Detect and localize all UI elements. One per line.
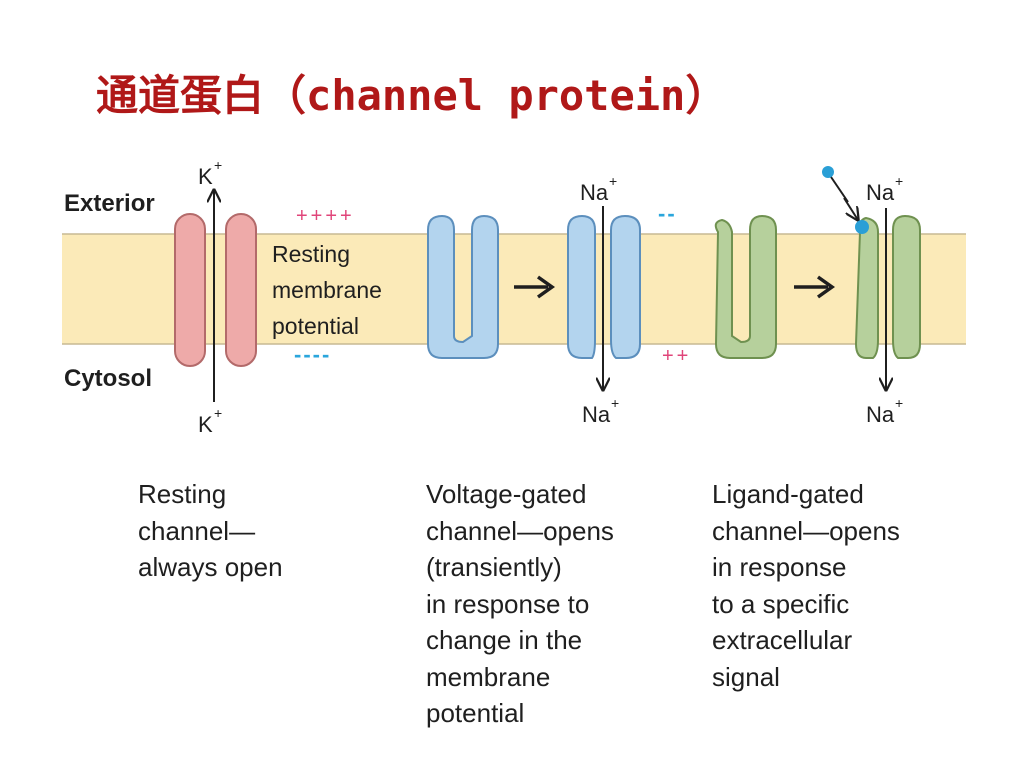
exterior-positive-charge: ++++ [296, 205, 355, 227]
na-ion-symbol: Na [580, 180, 609, 205]
title-chinese: 通道蛋白 [96, 71, 265, 120]
na-ion-symbol: Na [866, 180, 895, 205]
ligand-binding-arrow [843, 197, 858, 220]
exterior-label: Exterior [64, 190, 155, 217]
k-ion-charge: + [214, 157, 222, 173]
page-title: 通道蛋白（channel protein） [96, 62, 727, 123]
na-ion-symbol: Na [866, 402, 895, 427]
title-open-paren: （ [264, 71, 307, 120]
k-ion-label-top: K + [198, 157, 222, 189]
na-ion-label-voltage-top: Na + [580, 173, 617, 205]
cytosol-positive-charge: ++ [662, 345, 691, 367]
voltage-gated-channel-closed [427, 214, 499, 359]
transition-arrow-voltage [514, 275, 556, 299]
na-ion-charge: + [609, 173, 617, 189]
resting-channel-left-subunit [174, 213, 206, 367]
ligand-tether [828, 173, 849, 203]
ligand-gated-channel-open [854, 214, 921, 359]
na-ion-charge: + [611, 395, 619, 411]
k-ion-symbol: K [198, 164, 213, 189]
cytosol-label: Cytosol [64, 365, 152, 392]
k-ion-charge: + [214, 405, 222, 421]
resting-channel [174, 213, 257, 367]
membrane-band [62, 234, 966, 344]
k-ion-symbol: K [198, 412, 213, 437]
na-ion-charge: + [895, 173, 903, 189]
resting-potential-line-2: membrane [272, 277, 382, 303]
transition-arrow-ligand [794, 275, 836, 299]
ligand-channel-right-subunit [892, 214, 921, 359]
k-ion-label-bottom: K + [198, 405, 222, 437]
voltage-channel-left-subunit [567, 214, 596, 359]
ligand-gated-channel-closed [714, 214, 777, 359]
title-english: channel protein [306, 71, 686, 120]
na-ion-label-voltage-bottom: Na + [582, 395, 619, 427]
na-ion-symbol: Na [582, 402, 611, 427]
voltage-gated-caption: Voltage-gated channel—opens (transiently… [426, 479, 614, 728]
ligand-channel-left-subunit [854, 216, 879, 359]
resting-channel-right-subunit [225, 213, 257, 367]
resting-channel-caption: Resting channel— always open [138, 479, 283, 582]
resting-potential-line-3: potential [272, 313, 359, 339]
exterior-negative-charge: -- [658, 201, 677, 226]
title-close-paren: ） [685, 71, 728, 120]
ligand-molecule [822, 166, 834, 178]
ligand-gated-caption: Ligand-gated channel—opens in response t… [712, 479, 900, 692]
resting-potential-line-1: Resting [272, 241, 350, 267]
na-ion-charge: + [895, 395, 903, 411]
na-ion-label-ligand-top: Na + [866, 173, 903, 205]
na-ion-label-ligand-bottom: Na + [866, 395, 903, 427]
bound-ligand [855, 220, 869, 234]
voltage-gated-channel-open [567, 214, 641, 359]
voltage-channel-right-subunit [610, 214, 641, 359]
cytosol-negative-charge: ---- [294, 342, 331, 367]
